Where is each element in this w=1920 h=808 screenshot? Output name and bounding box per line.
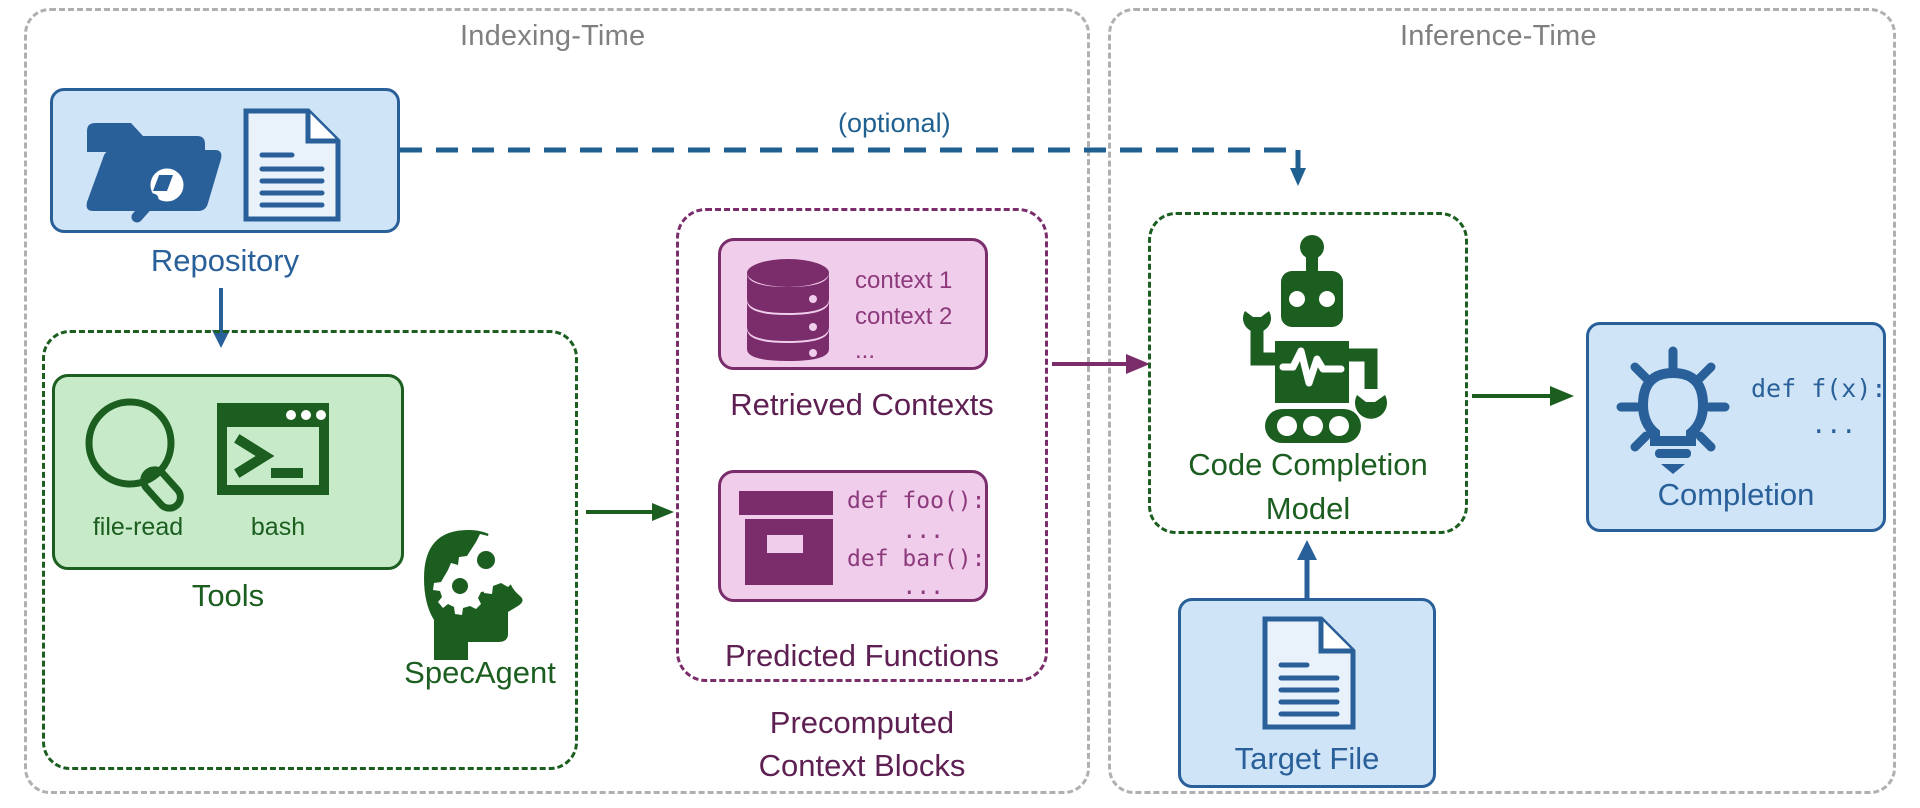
completion-label: Completion	[1657, 477, 1815, 512]
repository-box[interactable]	[50, 88, 400, 233]
predicted-function-line-3: def bar():	[847, 546, 986, 572]
retrieved-contexts-box[interactable]: context 1 context 2 ...	[718, 238, 988, 370]
phase-container-inference	[1108, 8, 1896, 794]
robot-icon	[1231, 233, 1393, 443]
optional-edge-label: (optional)	[838, 108, 951, 138]
terminal-icon	[213, 399, 333, 499]
tool-label-file-read: file-read	[92, 513, 184, 541]
magnifier-icon	[77, 395, 197, 512]
specagent-label: SpecAgent	[404, 655, 556, 690]
target-file-label: Target File	[1234, 741, 1380, 776]
precomputed-label-line1: Precomputed	[769, 705, 955, 740]
database-icon	[739, 257, 837, 361]
arrow-targetfile-to-model	[1293, 540, 1321, 604]
repository-label: Repository	[150, 243, 300, 278]
code-window-icon	[735, 489, 841, 591]
model-label-line1: Code Completion	[1188, 447, 1428, 482]
specagent-group	[42, 330, 578, 770]
completion-box[interactable]: def f(x): ... Completion	[1586, 322, 1886, 532]
target-file-box[interactable]: Target File	[1178, 598, 1436, 788]
predicted-function-line-4: ...	[847, 574, 944, 600]
precomputed-label-line2: Context Blocks	[758, 748, 966, 783]
phase-container-indexing	[24, 8, 1090, 794]
head-gears-icon	[410, 516, 530, 660]
arrow-model-to-completion	[1472, 384, 1576, 408]
retrieved-contexts-label: Retrieved Contexts	[730, 387, 994, 422]
arrow-repository-to-specagent	[206, 288, 236, 350]
phase-label-inference: Inference-Time	[1400, 20, 1597, 52]
predicted-function-line-2: ...	[847, 518, 944, 544]
lightbulb-icon	[1613, 343, 1733, 475]
precomputed-context-blocks-group	[676, 208, 1048, 682]
model-label-line2: Model	[1265, 491, 1351, 526]
tools-label: Tools	[191, 578, 265, 613]
folder-search-icon	[81, 113, 222, 223]
document-icon	[238, 107, 348, 223]
arrow-contextblocks-to-model	[1052, 352, 1152, 376]
retrieved-context-line-1: context 1	[855, 267, 953, 294]
predicted-functions-label: Predicted Functions	[725, 638, 999, 673]
tool-label-bash: bash	[250, 513, 306, 541]
completion-code-line-1: def f(x):	[1751, 374, 1887, 403]
document-icon	[1259, 615, 1359, 731]
arrow-specagent-to-contextblocks	[586, 500, 676, 524]
predicted-function-line-1: def foo():	[847, 488, 986, 514]
optional-edge	[400, 118, 1320, 188]
predicted-functions-box[interactable]: def foo(): ... def bar(): ...	[718, 470, 988, 602]
retrieved-context-line-2: context 2	[855, 303, 953, 330]
phase-label-indexing: Indexing-Time	[460, 20, 646, 52]
tools-box[interactable]: file-read bash	[52, 374, 404, 570]
code-completion-model-group[interactable]: Code Completion Model	[1148, 212, 1468, 534]
retrieved-context-line-3: ...	[855, 337, 876, 364]
completion-code-line-2: ...	[1751, 410, 1857, 439]
